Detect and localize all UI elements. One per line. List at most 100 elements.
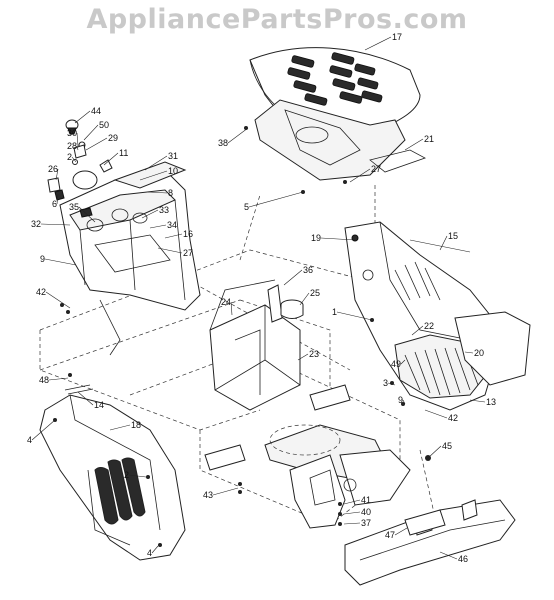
fuel-cap-part: [280, 299, 304, 319]
leader-line: [74, 110, 91, 124]
callout-41: 41: [361, 495, 371, 505]
leader-line: [427, 445, 442, 459]
leader-line: [85, 137, 108, 151]
leader-line: [76, 145, 79, 151]
callout-3: 3: [383, 378, 388, 388]
callout-9: 9: [40, 254, 45, 264]
fuel-tank-part: [209, 279, 301, 411]
leader-line: [387, 382, 396, 386]
callout-38: 38: [218, 138, 228, 148]
callout-13: 13: [486, 397, 496, 407]
leader-line: [320, 237, 356, 241]
callout-25: 25: [310, 288, 320, 298]
leader-line: [402, 399, 406, 405]
leader-line: [157, 247, 183, 254]
callout-42: 42: [36, 287, 46, 297]
side-panel-part: [39, 394, 186, 561]
leader-line: [439, 551, 458, 560]
leader-line: [40, 223, 71, 226]
leader-line: [297, 353, 309, 361]
filler-neck-part: [267, 284, 283, 323]
small-hardware-parts: [47, 119, 113, 201]
callout-31: 31: [168, 151, 178, 161]
leader-line: [141, 209, 159, 219]
leader-line: [45, 291, 71, 309]
leader-line: [103, 152, 119, 166]
callout-46: 46: [458, 554, 468, 564]
leader-line: [336, 311, 373, 321]
leader-line: [128, 474, 147, 478]
callout-37: 37: [361, 518, 371, 528]
leader-line: [349, 168, 371, 183]
leader-line: [55, 168, 59, 181]
callout-10: 10: [168, 166, 178, 176]
callout-2: 2: [67, 152, 72, 162]
callout-17: 17: [392, 32, 402, 42]
callout-28: 28: [67, 141, 77, 151]
fastener-parts: [53, 126, 431, 547]
callout-14: 14: [94, 400, 104, 410]
rod-part: [64, 384, 94, 395]
leader-line: [394, 527, 408, 536]
bumper-bracket-part: [404, 509, 446, 536]
callout-8: 8: [168, 188, 173, 198]
hood-rod-part: [409, 239, 471, 253]
callout-9: 9: [398, 395, 403, 405]
callout-45: 45: [442, 441, 452, 451]
leader-line: [109, 424, 131, 431]
callout-20: 20: [474, 348, 484, 358]
leader-line: [230, 301, 233, 316]
callout-22: 22: [424, 321, 434, 331]
leader-line: [411, 325, 424, 336]
tank-cap-part: [72, 170, 98, 190]
hood-liner-part: [254, 99, 406, 181]
callout-33: 33: [159, 205, 169, 215]
leader-line: [78, 206, 96, 223]
watermark: AppliancePartsPros.com: [86, 4, 468, 35]
leader-line: [164, 233, 183, 239]
callout-29: 29: [108, 133, 118, 143]
leader-line: [31, 419, 56, 441]
leader-line: [343, 499, 361, 505]
callout-2: 2: [124, 470, 129, 480]
callout-11: 11: [119, 148, 128, 158]
callout-19: 19: [311, 233, 321, 243]
leader-line: [144, 155, 168, 171]
callout-35: 35: [69, 202, 79, 212]
leader-line: [424, 409, 448, 419]
leader-line: [464, 351, 474, 354]
callout-32: 32: [31, 219, 41, 229]
leader-line: [149, 224, 167, 229]
leader-line: [439, 235, 448, 251]
leader-line: [139, 170, 168, 181]
callout-49: 49: [391, 359, 401, 369]
callout-1: 1: [332, 307, 337, 317]
leader-line: [147, 191, 168, 194]
leader-line: [48, 377, 69, 381]
callout-18: 18: [131, 420, 141, 430]
leader-line: [212, 487, 239, 496]
hood-bracket-part: [369, 149, 426, 173]
leader-lines: [31, 36, 486, 560]
leader-line: [44, 258, 77, 266]
callout-44: 44: [91, 106, 101, 116]
callout-4: 4: [147, 548, 152, 558]
leader-line: [404, 138, 424, 151]
leader-line: [56, 193, 59, 205]
leader-line: [227, 127, 249, 144]
callout-36: 36: [303, 265, 313, 275]
leader-line: [364, 36, 392, 51]
callout-24: 24: [221, 297, 231, 307]
callout-42: 42: [448, 413, 458, 423]
leader-line: [83, 124, 99, 141]
callout-30: 30: [67, 128, 77, 138]
callout-50: 50: [99, 120, 109, 130]
callout-40: 40: [361, 507, 371, 517]
leader-line: [248, 191, 304, 208]
callout-48: 48: [39, 375, 49, 385]
callout-27: 27: [371, 164, 381, 174]
leader-line: [71, 156, 77, 163]
callout-4: 4: [27, 435, 32, 445]
